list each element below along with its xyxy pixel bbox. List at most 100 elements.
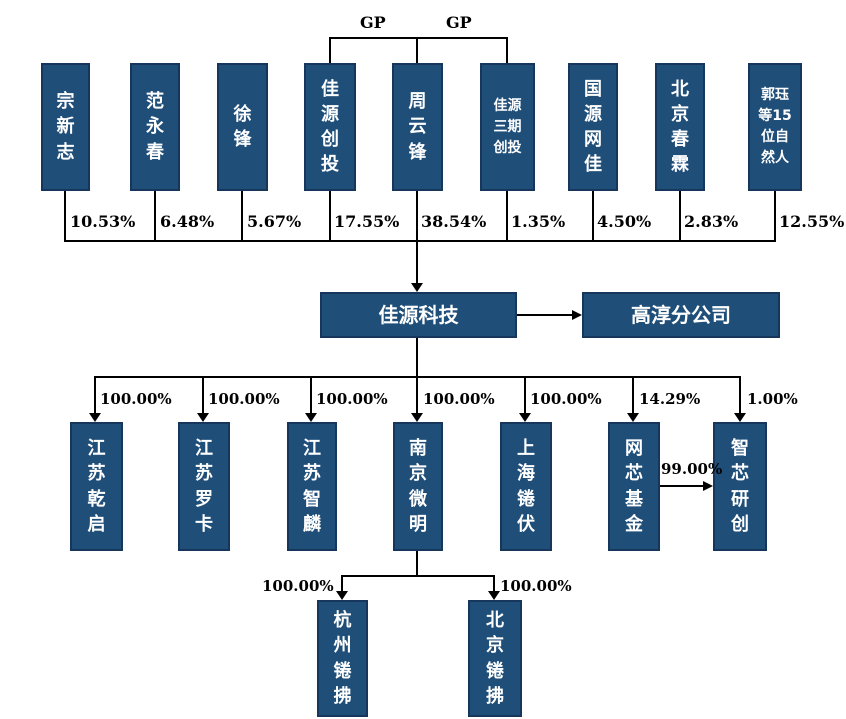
connector <box>310 378 312 416</box>
connector <box>774 191 776 242</box>
ownership-label: 100.00% <box>316 390 388 408</box>
gp-drop-line <box>329 37 331 64</box>
connector <box>416 191 418 242</box>
subsidiary-label: 江 苏 罗 卡 <box>195 438 213 535</box>
ownership-label: 100.00% <box>208 390 280 408</box>
subsidiary-label: 上 海 锩 伏 <box>517 438 535 535</box>
shareholder-box-guoyuan-wangjia: 国 源 网 佳 <box>568 63 618 191</box>
subsidiary-bus-line <box>94 376 741 378</box>
connector <box>660 485 705 487</box>
ownership-label: 17.55% <box>334 212 400 231</box>
arrow-down-icon <box>519 413 531 422</box>
connector <box>416 241 418 285</box>
subsidiary-box-jiangsu-luoka: 江 苏 罗 卡 <box>178 422 230 551</box>
ownership-label: 100.00% <box>530 390 602 408</box>
shareholder-label: 郭珏 等15 位自 然人 <box>758 87 792 166</box>
connector <box>416 378 418 416</box>
connector <box>524 378 526 416</box>
ownership-label: 12.55% <box>779 212 845 231</box>
connector <box>517 314 573 316</box>
connector <box>241 191 243 242</box>
gp-label-right: GP <box>446 13 472 32</box>
subsidiary-box-jiangsu-zhilin: 江 苏 智 麟 <box>287 422 337 551</box>
ownership-label: 2.83% <box>684 212 739 231</box>
subsidiary-box-zhixin-yanchuang: 智 芯 研 创 <box>713 422 767 551</box>
ownership-label: 100.00% <box>423 390 495 408</box>
shareholder-label: 范 永 春 <box>146 91 164 163</box>
ownership-label: 99.00% <box>661 460 723 478</box>
ownership-label: 10.53% <box>70 212 136 231</box>
arrow-right-icon <box>703 481 713 491</box>
shareholder-label: 北 京 春 霖 <box>671 78 689 176</box>
shareholder-box-beijing-chunlin: 北 京 春 霖 <box>655 63 705 191</box>
connector <box>416 551 418 577</box>
connector <box>506 191 508 242</box>
arrow-down-icon <box>197 413 209 422</box>
ownership-label: 6.48% <box>160 212 215 231</box>
arrow-down-icon <box>411 283 423 292</box>
ownership-label: 4.50% <box>597 212 652 231</box>
shareholder-label: 周 云 锋 <box>408 91 427 163</box>
sub-subsidiary-box-hangzhou-juanfu: 杭 州 锩 拂 <box>317 600 368 717</box>
arrow-down-icon <box>411 413 423 422</box>
connector <box>592 191 594 242</box>
subsidiary-box-wangxin-fund: 网 芯 基 金 <box>608 422 660 551</box>
subsidiary-label: 江 苏 智 麟 <box>303 438 321 535</box>
subsidiary-label: 网 芯 基 金 <box>625 438 643 535</box>
shareholder-box-fanyongchun: 范 永 春 <box>130 63 180 191</box>
shareholder-box-zongxinzhi: 宗 新 志 <box>41 63 90 191</box>
connector <box>94 378 96 416</box>
ownership-label: 14.29% <box>639 390 701 408</box>
company-label: 佳源科技 <box>378 303 459 327</box>
arrow-down-icon <box>488 591 500 600</box>
connector <box>493 577 495 594</box>
arrow-right-icon <box>572 310 582 320</box>
subsidiary-label: 智 芯 研 创 <box>731 438 749 535</box>
ownership-label: 1.00% <box>747 390 798 408</box>
ownership-label: 100.00% <box>262 577 334 595</box>
sub-subsidiary-box-beijing-juanfu: 北 京 锩 拂 <box>468 600 522 717</box>
subsidiary-label: 南 京 微 明 <box>409 438 427 535</box>
shareholder-box-jiayuan-chuangtou: 佳 源 创 投 <box>304 63 356 191</box>
connector <box>329 191 331 242</box>
arrow-down-icon <box>89 413 101 422</box>
shareholder-label: 佳 源 创 投 <box>321 78 339 176</box>
connector <box>341 577 343 594</box>
sub-subsidiary-label: 北 京 锩 拂 <box>486 610 504 707</box>
ownership-label: 100.00% <box>100 390 172 408</box>
shareholder-box-zhouyunfeng: 周 云 锋 <box>392 63 443 191</box>
ownership-label: 38.54% <box>421 212 487 231</box>
ownership-label: 5.67% <box>247 212 302 231</box>
connector <box>679 191 681 242</box>
branch-box-gaochun: 高淳分公司 <box>582 292 780 338</box>
subsidiary-label: 江 苏 乾 启 <box>87 438 106 535</box>
connector <box>416 338 418 378</box>
subsidiary-box-shanghai-juanfu: 上 海 锩 伏 <box>500 422 552 551</box>
ownership-label: 100.00% <box>500 577 572 595</box>
subsidiary-box-jiangsu-qianqi: 江 苏 乾 启 <box>70 422 123 551</box>
gp-bracket-line <box>329 37 508 39</box>
shareholder-label: 徐 锋 <box>233 103 252 150</box>
connector <box>632 378 634 416</box>
company-box-jiayuan-keji: 佳源科技 <box>320 292 517 338</box>
gp-drop-line <box>506 37 508 64</box>
connector <box>154 191 156 242</box>
arrow-down-icon <box>627 413 639 422</box>
shareholder-box-jiayuan-sanqi-chuangtou: 佳源 三期 创投 <box>480 63 535 191</box>
gp-label-left: GP <box>360 13 386 32</box>
arrow-down-icon <box>734 413 746 422</box>
subsidiary-box-nanjing-weiming: 南 京 微 明 <box>393 422 443 551</box>
sub-subsidiary-label: 杭 州 锩 拂 <box>333 610 352 707</box>
arrow-down-icon <box>305 413 317 422</box>
shareholder-bus-line <box>64 240 776 242</box>
branch-label: 高淳分公司 <box>631 303 731 327</box>
ownership-label: 1.35% <box>511 212 566 231</box>
connector <box>64 191 66 242</box>
shareholder-label: 宗 新 志 <box>56 91 75 163</box>
gp-drop-line <box>416 37 418 64</box>
arrow-down-icon <box>336 591 348 600</box>
shareholder-box-guojue-naturals: 郭珏 等15 位自 然人 <box>748 63 802 191</box>
shareholder-box-xufeng: 徐 锋 <box>217 63 268 191</box>
shareholder-label: 国 源 网 佳 <box>584 78 602 176</box>
